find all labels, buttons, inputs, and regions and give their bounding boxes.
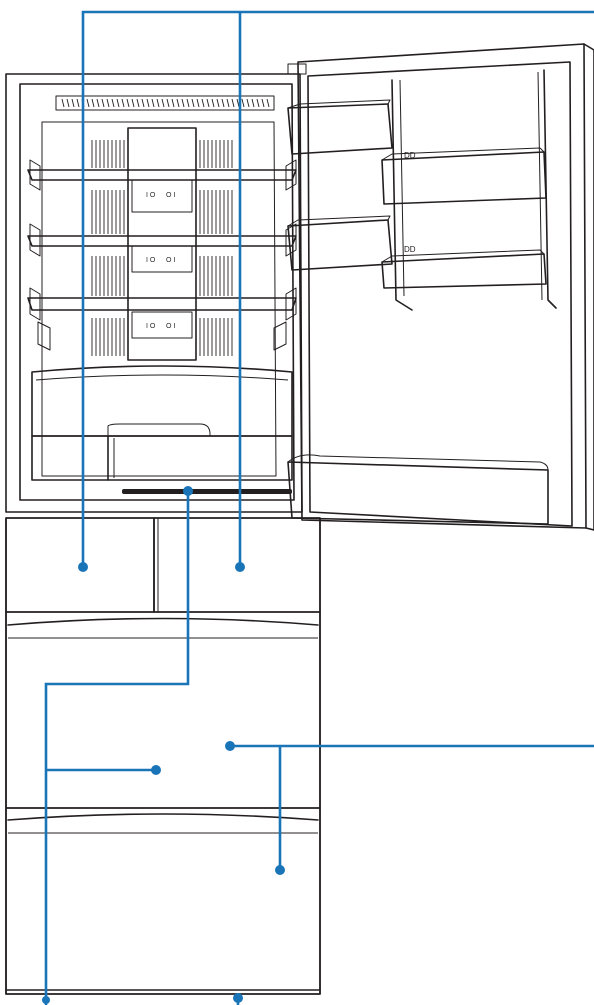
callout-dot-base-strip	[233, 993, 243, 1003]
vent-tick	[72, 99, 74, 107]
vent-tick	[137, 99, 139, 107]
door-pocket-middle-right: DD	[382, 245, 546, 288]
vent-tick	[252, 99, 254, 107]
vent-tick	[192, 99, 194, 107]
vent-tick	[97, 99, 99, 107]
callout-dot-middle-drawer-left	[151, 765, 161, 775]
svg-text:DD: DD	[404, 245, 416, 254]
vent-tick	[157, 99, 159, 107]
shelf-2	[28, 224, 296, 256]
floor-slot	[122, 489, 292, 494]
callout-dot-lower-drawer	[275, 865, 285, 875]
svg-text:DD: DD	[404, 151, 416, 160]
vent-tick	[172, 99, 174, 107]
back-wall-ribbing	[92, 140, 232, 356]
svg-text:O I: O I	[166, 323, 175, 330]
vent-tick	[257, 99, 259, 107]
vent-tick	[177, 99, 179, 107]
callout-dot-middle-drawer-right	[225, 741, 235, 751]
vent-tick	[197, 99, 199, 107]
vent-tick	[152, 99, 154, 107]
vent-tick	[267, 99, 269, 107]
vent-tick	[142, 99, 144, 107]
center-duct: I O O I I O O I I O O I	[128, 128, 196, 360]
fridge-lower-cabinet	[6, 518, 320, 994]
svg-text:O I: O I	[166, 192, 175, 199]
svg-text:I O: I O	[146, 192, 156, 199]
callout-dot-top-left-drawer	[78, 562, 88, 572]
vent-tick	[227, 99, 229, 107]
vent-tick	[162, 99, 164, 107]
vent-tick	[247, 99, 249, 107]
door-hinge	[288, 64, 306, 74]
svg-text:I O: I O	[146, 323, 156, 330]
vent-tick	[77, 99, 79, 107]
vent-tick	[202, 99, 204, 107]
vent-tick	[187, 99, 189, 107]
door-pocket-middle-left	[288, 216, 392, 270]
vent-tick	[132, 99, 134, 107]
vent-tick	[67, 99, 69, 107]
vent-tick	[122, 99, 124, 107]
door-pocket-upper-right: DD	[382, 148, 546, 204]
vent-tick	[207, 99, 209, 107]
svg-text:O I: O I	[166, 257, 175, 264]
vent-tick	[262, 99, 264, 107]
vent-tick	[212, 99, 214, 107]
callout-dot-top-right-drawer	[235, 562, 245, 572]
vent-tick	[87, 99, 89, 107]
vent-tick	[232, 99, 234, 107]
vent-tick	[112, 99, 114, 107]
lower-drawer	[6, 808, 320, 994]
vent-tick	[102, 99, 104, 107]
vent-tick	[107, 99, 109, 107]
vent-tick	[182, 99, 184, 107]
fridge-compartment	[6, 74, 302, 512]
bottom-storage-bin	[32, 366, 292, 436]
callout-dot-chilled-slot	[183, 486, 193, 496]
shelf-1	[28, 160, 296, 190]
vent-tick	[147, 99, 149, 107]
vent-tick	[222, 99, 224, 107]
shelf-3	[28, 288, 296, 350]
vent-tick	[242, 99, 244, 107]
chilled-case	[32, 424, 292, 494]
vent-tick	[117, 99, 119, 107]
callout-dot-base-left	[42, 996, 50, 1004]
door-pocket-upper-left	[288, 100, 392, 154]
middle-drawer	[6, 612, 320, 808]
vent-tick	[62, 99, 64, 107]
vent-tick	[127, 99, 129, 107]
vent-tick	[167, 99, 169, 107]
vent-tick	[217, 99, 219, 107]
vent-tick	[92, 99, 94, 107]
svg-text:I O: I O	[146, 257, 156, 264]
